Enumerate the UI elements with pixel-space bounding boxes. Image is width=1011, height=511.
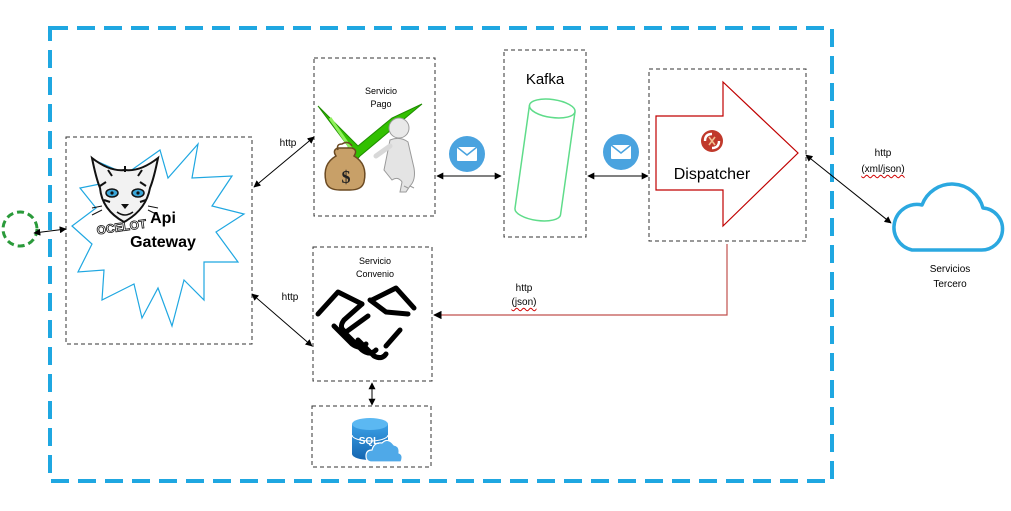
- servicio-pago-title-line1: Servicio: [365, 86, 397, 96]
- edge-gateway-convenio: [251, 293, 313, 347]
- envelope-icon: [449, 136, 485, 172]
- sql-database-cloud-icon: [351, 418, 403, 463]
- envelope-icon: [603, 134, 639, 170]
- client-circle-icon[interactable]: [1, 210, 39, 248]
- edge-client-gateway: [33, 226, 67, 236]
- kafka-box[interactable]: [503, 49, 587, 238]
- edge-label-gateway-convenio: http: [281, 292, 299, 303]
- servicios-tercero-title-line2: Tercero: [933, 279, 967, 290]
- api-gateway-title-line1: Api: [150, 210, 176, 227]
- money-bag-checkmark-person-icon: $: [317, 103, 423, 193]
- svg-text:$: $: [342, 167, 351, 187]
- edge-dispatcher-convenio: [433, 244, 728, 320]
- servicio-convenio-box[interactable]: [312, 246, 433, 382]
- cloud-icon[interactable]: [892, 182, 1005, 252]
- edge-label-dispatcher-tercero-line1: http: [874, 148, 892, 159]
- handshake-icon: [315, 285, 417, 361]
- edge-dispatcher-tercero: [805, 154, 892, 224]
- sql-box[interactable]: [311, 405, 432, 468]
- kafka-title: Kafka: [526, 71, 565, 88]
- edge-gateway-pago: [253, 136, 315, 188]
- ocelot-logo-icon: [90, 155, 160, 224]
- servicio-convenio-title-line1: Servicio: [359, 256, 391, 266]
- servicio-pago-title-line2: Pago: [370, 99, 391, 109]
- servicio-convenio-title-line2: Convenio: [356, 269, 394, 279]
- servicios-tercero-title-line1: Servicios: [929, 264, 971, 275]
- edge-label-dispatcher-tercero-line2: (xml/json): [861, 164, 905, 175]
- dispatcher-title: Dispatcher: [674, 166, 751, 183]
- dispatcher-box[interactable]: [648, 68, 807, 242]
- dispatcher-logo-icon: [701, 130, 723, 152]
- system-boundary: [48, 26, 834, 483]
- api-gateway-box[interactable]: [65, 136, 253, 345]
- sql-label: SQL: [359, 436, 380, 447]
- dispatcher-arrow-shape: [655, 80, 799, 228]
- edge-label-dispatcher-convenio-line1: http: [515, 283, 533, 294]
- api-gateway-title-line2: Gateway: [130, 234, 196, 251]
- cylinder-icon: [514, 98, 576, 222]
- edge-label-dispatcher-convenio-line2: (json): [511, 297, 537, 308]
- edge-label-gateway-pago: http: [279, 138, 297, 149]
